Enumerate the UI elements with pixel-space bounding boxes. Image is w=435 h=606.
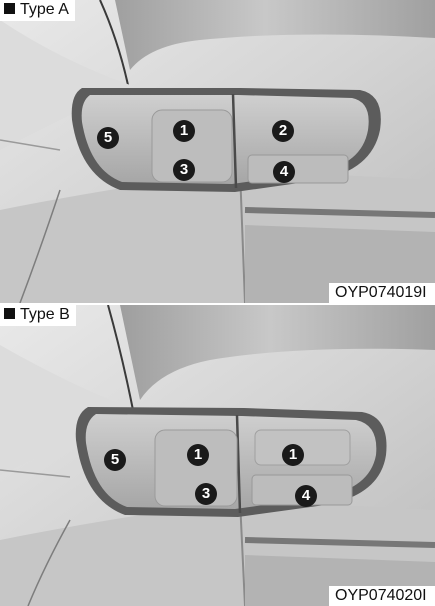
callout-3: 3 [195,483,217,505]
callout-3: 3 [173,159,195,181]
callout-2: 2 [272,120,294,142]
callout-1: 1 [187,444,209,466]
type-b-label-text: Type B [20,306,70,323]
callout-5: 5 [97,127,119,149]
callout-4: 4 [295,485,317,507]
callout-1-right: 1 [282,444,304,466]
tail-lamp-drawing-b [0,305,435,606]
type-b-illustration: 5 1 3 1 4 Type B OYP074020I [0,305,435,606]
callout-1: 1 [173,120,195,142]
black-square-icon [4,3,15,14]
black-square-icon [4,308,15,319]
figure-code-b: OYP074020I [329,586,435,606]
figure-code-a: OYP074019I [329,283,435,303]
type-b-label: Type B [0,305,76,326]
type-a-illustration: 5 1 3 2 4 Type A OYP074019I [0,0,435,303]
callout-5: 5 [104,449,126,471]
type-a-label: Type A [0,0,75,21]
type-a-label-text: Type A [20,1,69,18]
tail-lamp-drawing-a [0,0,435,303]
callout-4: 4 [273,161,295,183]
